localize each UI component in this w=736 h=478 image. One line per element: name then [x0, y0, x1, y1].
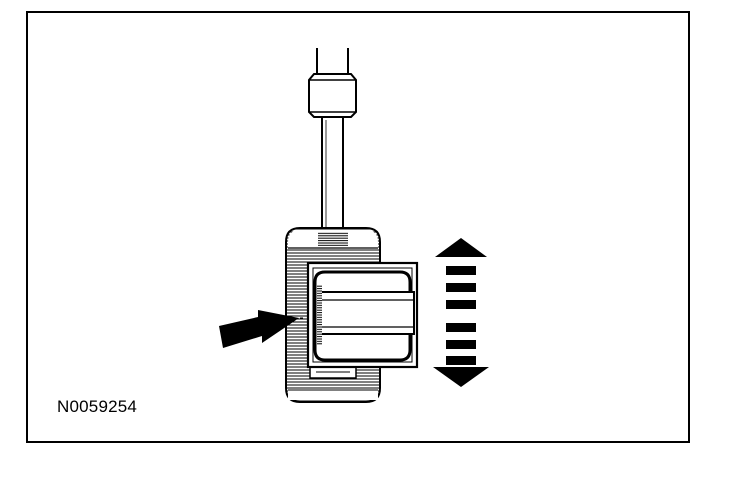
vertical-double-arrow-icon: [433, 238, 489, 387]
shaft-collar: [308, 73, 357, 118]
locking-slide: [306, 261, 419, 369]
push-arrow-icon: [219, 310, 303, 348]
figure-frame: [26, 11, 690, 443]
shaft: [308, 48, 357, 232]
figure-id-label: N0059254: [57, 397, 138, 416]
